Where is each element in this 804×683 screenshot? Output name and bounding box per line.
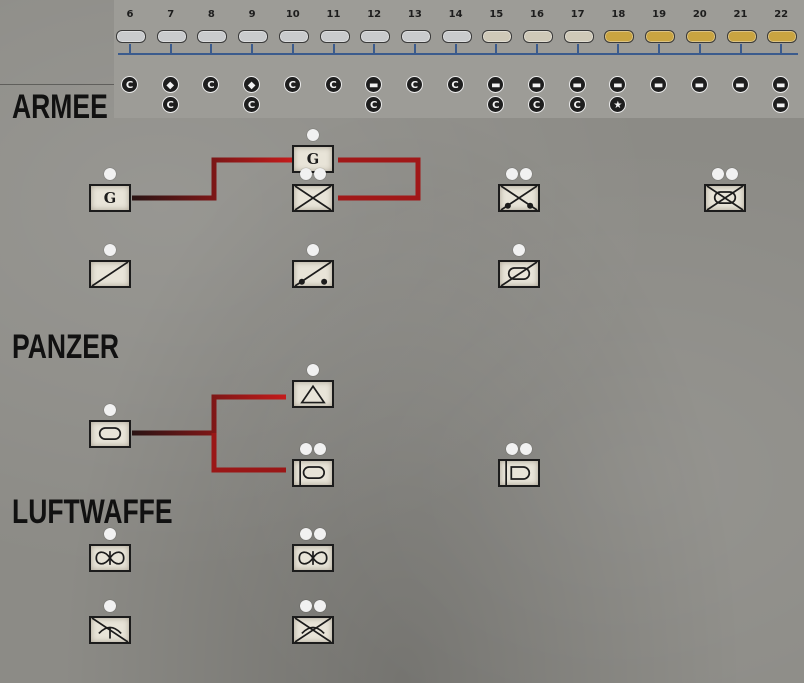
upgrade-pip [506, 168, 518, 180]
unit-armee-infantry-motorized[interactable] [498, 184, 540, 212]
upgrade-pip [307, 244, 319, 256]
upgrade-pip [726, 168, 738, 180]
upgrade-pip [104, 404, 116, 416]
tank-destroyer-icon [500, 461, 538, 485]
unit-panzer-heavy-tank[interactable] [292, 459, 334, 487]
recon-motorized-icon [294, 262, 332, 286]
svg-text:G: G [104, 190, 116, 207]
heavy-armor-icon [294, 461, 332, 485]
unit-armee-infantry[interactable] [292, 184, 334, 212]
upgrade-pip [506, 443, 518, 455]
infantry-hq-g-icon: G [91, 186, 129, 210]
unit-panzer-assault-gun[interactable] [292, 380, 334, 408]
link-tank-heavy [214, 433, 286, 470]
armored-recon-icon [500, 262, 538, 286]
unit-luftwaffe-paratrooper-2[interactable] [292, 616, 334, 644]
upgrade-pip [104, 168, 116, 180]
armored-infantry-icon [706, 186, 744, 210]
recon-icon [91, 262, 129, 286]
upgrade-pip [520, 443, 532, 455]
unit-panzer-tank-destroyer[interactable] [498, 459, 540, 487]
armor-icon [91, 422, 129, 446]
infantry-motorized-icon [500, 186, 538, 210]
upgrade-pip [300, 528, 312, 540]
upgrade-pip [104, 600, 116, 612]
aircraft-icon [294, 546, 332, 570]
upgrade-pip [712, 168, 724, 180]
upgrade-pip [300, 443, 312, 455]
unit-panzer-tank[interactable] [89, 420, 131, 448]
infantry-hq-g-icon: G [294, 147, 332, 171]
unit-luftwaffe-fighter-2[interactable] [292, 544, 334, 572]
upgrade-pip [104, 528, 116, 540]
upgrade-pip [314, 168, 326, 180]
unit-armee-recon-motorized[interactable] [292, 260, 334, 288]
upgrade-pip [314, 600, 326, 612]
upgrade-pip [307, 364, 319, 376]
airborne-infantry-icon [294, 618, 332, 642]
upgrade-pip [300, 168, 312, 180]
link-tank-branch [132, 397, 286, 433]
unit-armee-armored-infantry[interactable] [704, 184, 746, 212]
aircraft-icon [91, 546, 129, 570]
upgrade-pip [520, 168, 532, 180]
infantry-icon [294, 186, 332, 210]
unit-armee-armored-recon[interactable] [498, 260, 540, 288]
upgrade-pip [314, 528, 326, 540]
airborne-icon [91, 618, 129, 642]
upgrade-pip [307, 129, 319, 141]
upgrade-pip [104, 244, 116, 256]
upgrade-pip [300, 600, 312, 612]
unit-armee-g-hq-2[interactable]: G [292, 145, 334, 173]
upgrade-pip [314, 443, 326, 455]
upgrade-pip [513, 244, 525, 256]
unit-luftwaffe-paratrooper[interactable] [89, 616, 131, 644]
svg-text:G: G [307, 151, 319, 168]
unit-armee-recon[interactable] [89, 260, 131, 288]
unit-armee-g-hq[interactable]: G [89, 184, 131, 212]
link-g2-join [338, 160, 418, 198]
unit-luftwaffe-fighter[interactable] [89, 544, 131, 572]
link-g-branch [132, 160, 292, 198]
armor-artillery-icon [294, 382, 332, 406]
